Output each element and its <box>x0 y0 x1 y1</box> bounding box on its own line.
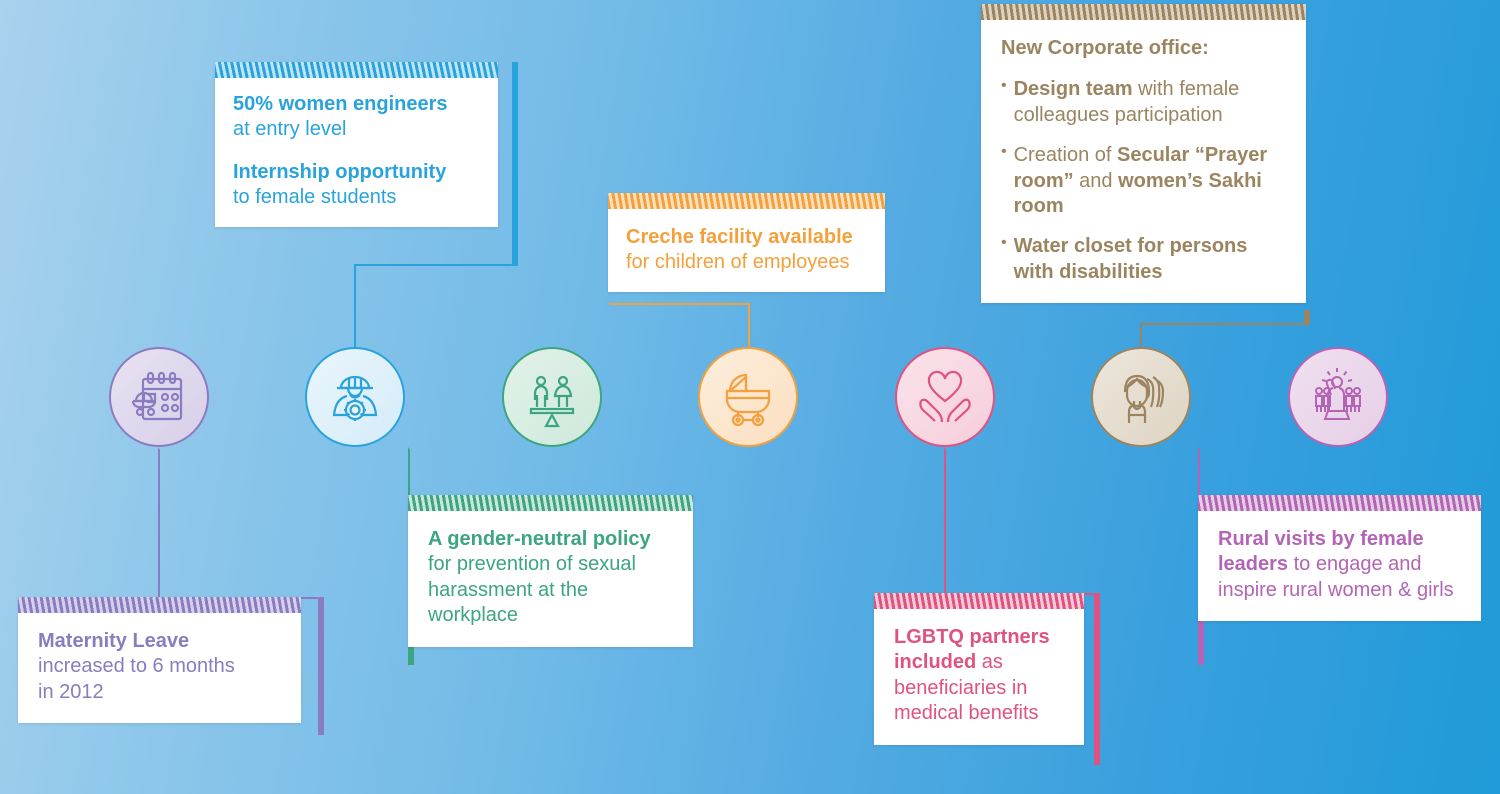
women-engineers-bold: 50% women engineers <box>233 93 448 115</box>
icon-women-group[interactable] <box>1091 347 1191 447</box>
women-engineers-rest: at entry level <box>233 118 347 141</box>
connector-office <box>1140 323 1306 349</box>
card-stripe-gold <box>981 4 1306 20</box>
card-stripe-blue <box>215 62 498 78</box>
connector-policy <box>408 447 554 497</box>
bullet-dot-icon: • <box>1001 234 1007 252</box>
connector-maternity <box>158 447 320 599</box>
office-prayer-bold: Secular “Prayer room” <box>1013 144 1268 192</box>
card-rural-visits: Rural visits by female leaders to engage… <box>1198 495 1481 622</box>
connector-engineers-elbow <box>354 264 514 349</box>
card-stripe-magenta <box>1198 495 1481 511</box>
connector-maternity-drop <box>318 597 324 735</box>
maternity-line3: in 2012 <box>38 680 104 703</box>
engineer-gear-icon <box>332 375 378 421</box>
calendar-stroller-icon <box>131 371 183 421</box>
office-bullet-design: • Design team with female colleagues par… <box>1001 77 1286 128</box>
connector-lgbtq-drop <box>1094 593 1100 765</box>
card-stripe-pink <box>874 593 1084 609</box>
card-stripe-green <box>408 495 693 511</box>
rural-bold: Rural visits by female leaders <box>1218 528 1424 576</box>
office-bullet-watercloset: • Water closet for persons with disabili… <box>1001 234 1286 285</box>
policy-rest: for prevention of sexual harassment at t… <box>428 553 636 627</box>
bullet-dot-icon: • <box>1001 143 1007 161</box>
connector-office-vert <box>1304 310 1310 325</box>
connector-rural <box>1198 447 1340 497</box>
connector-creche <box>608 303 750 349</box>
connector-engineers-vert <box>512 62 518 266</box>
office-watercloset: Water closet for persons with disabiliti… <box>1013 235 1248 283</box>
office-design-rest: with female colleagues participation <box>1013 78 1240 126</box>
office-bullet-prayer: • Creation of Secular “Prayer room” and … <box>1001 143 1286 219</box>
office-prayer-mid: and <box>1073 169 1119 192</box>
icon-gender-balance[interactable] <box>502 347 602 447</box>
bullet-dot-icon: • <box>1001 77 1007 95</box>
women-group-icon <box>1123 374 1165 423</box>
icon-leader-podium[interactable] <box>1288 347 1388 447</box>
card-gender-neutral-policy: A gender-neutral policy for prevention o… <box>408 495 693 647</box>
card-lgbtq-partners: LGBTQ partners included as beneficiaries… <box>874 593 1084 745</box>
lgbtq-bold: LGBTQ partners included <box>894 626 1050 674</box>
icon-engineer[interactable] <box>305 347 405 447</box>
rural-rest: to engage and inspire rural women & girl… <box>1218 553 1454 601</box>
policy-bold: A gender-neutral policy <box>428 528 651 550</box>
card-stripe-purple <box>18 597 301 613</box>
office-design-bold: Design team <box>1013 78 1133 101</box>
maternity-line2: increased to 6 months <box>38 655 235 678</box>
internship-rest: to female students <box>233 186 397 209</box>
internship-bold: Internship opportunity <box>233 160 447 183</box>
leader-podium-icon <box>1315 368 1361 420</box>
card-creche-facility: Creche facility available for children o… <box>608 193 885 292</box>
icon-pram[interactable] <box>698 347 798 447</box>
baby-pram-icon <box>725 373 771 427</box>
creche-rest: for children of employees <box>626 251 850 274</box>
office-prayer-pre: Creation of <box>1013 144 1117 167</box>
lgbtq-rest: as beneficiaries in medical benefits <box>894 651 1039 725</box>
heart-in-hands-icon <box>919 370 971 423</box>
gender-balance-scale-icon <box>529 375 575 428</box>
creche-bold: Creche facility available <box>626 226 853 248</box>
office-title: New Corporate office: <box>1001 37 1209 59</box>
icon-calendar-stroller[interactable] <box>109 347 209 447</box>
card-maternity-leave: Maternity Leave increased to 6 months in… <box>18 597 301 724</box>
maternity-bold: Maternity Leave <box>38 630 190 652</box>
office-prayer-bold2: women’s Sakhi room <box>1013 169 1262 217</box>
card-stripe-orange <box>608 193 885 209</box>
connector-lgbtq <box>944 447 1096 595</box>
icon-heart-hands[interactable] <box>895 347 995 447</box>
card-new-corporate-office: New Corporate office: • Design team with… <box>981 4 1306 304</box>
card-women-engineers: 50% women engineers at entry level Inter… <box>215 62 498 227</box>
